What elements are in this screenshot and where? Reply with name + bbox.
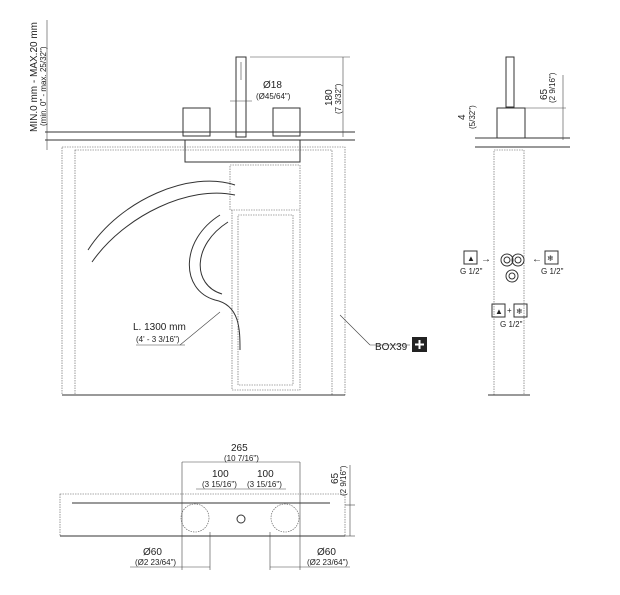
hand-shower <box>235 56 247 138</box>
spacing-left-imperial: (3 15/16") <box>202 480 237 489</box>
svg-text:←: ← <box>532 254 542 265</box>
top-view: 265 (10 7/16") 100 (3 15/16") 100 (3 15/… <box>59 443 355 570</box>
top-depth: 65 <box>330 472 341 484</box>
spacing-right: 100 <box>257 469 274 480</box>
svg-text:❄: ❄ <box>516 307 523 316</box>
depth-range-label: MIN.0 mm - MAX.20 mm <box>29 22 40 132</box>
top-depth-imperial: (2 9/16") <box>339 465 348 496</box>
mixed-outlet-label: G 1/2" <box>500 320 523 329</box>
hot-water-icon: ▲ <box>463 250 478 265</box>
handle-right <box>272 107 301 137</box>
handle-left-diameter-imperial: (Ø2 23/64") <box>135 558 176 567</box>
hose-length: L. 1300 mm <box>133 322 186 333</box>
deck-thickness: 4 <box>457 114 468 120</box>
total-width-imperial: (10 7/16") <box>224 454 259 463</box>
handle-left-diameter: Ø60 <box>143 547 162 558</box>
side-view: 65 (2 9/16") 4 (5/32") ▲ → G 1/2" ❄ ← G … <box>457 56 570 396</box>
svg-text:→: → <box>481 254 491 265</box>
box-label: BOX39 <box>375 342 408 353</box>
hot-inlet-label: G 1/2" <box>460 267 483 276</box>
deck-thickness-imperial: (5/32") <box>468 105 477 129</box>
svg-text:▲: ▲ <box>467 254 475 263</box>
svg-text:▲: ▲ <box>495 307 503 316</box>
handle-left <box>182 107 211 137</box>
spout-diameter: Ø18 <box>263 80 282 91</box>
handle-right-top <box>270 503 300 533</box>
cold-water-icon: ❄ <box>544 250 559 265</box>
side-height: 65 <box>539 88 550 100</box>
cold-inlet-label: G 1/2" <box>541 267 564 276</box>
mixed-outlet-icon: ▲ + ❄ <box>491 303 528 318</box>
svg-text:+: + <box>507 306 512 315</box>
svg-text:❄: ❄ <box>547 254 554 263</box>
handle-right-diameter: Ø60 <box>317 547 336 558</box>
total-width: 265 <box>231 443 248 454</box>
height-dimension: 180 <box>324 89 335 106</box>
front-view: MIN.0 mm - MAX.20 mm (min. 0" - max. 25/… <box>29 20 427 396</box>
spacing-left: 100 <box>212 469 229 480</box>
spacing-right-imperial: (3 15/16") <box>247 480 282 489</box>
handle-right-diameter-imperial: (Ø2 23/64") <box>307 558 348 567</box>
depth-range-imperial: (min. 0" - max. 25/32") <box>39 46 48 126</box>
install-box-outline <box>61 146 346 396</box>
hose-length-imperial: (4' - 3 3/16") <box>136 335 180 344</box>
spout-side <box>505 56 515 108</box>
side-height-imperial: (2 9/16") <box>548 72 557 103</box>
spout-diameter-imperial: (Ø45/64") <box>256 92 291 101</box>
plus-icon <box>412 337 427 352</box>
handle-left-top <box>180 503 210 533</box>
height-dimension-imperial: (7 3/32") <box>334 83 343 114</box>
